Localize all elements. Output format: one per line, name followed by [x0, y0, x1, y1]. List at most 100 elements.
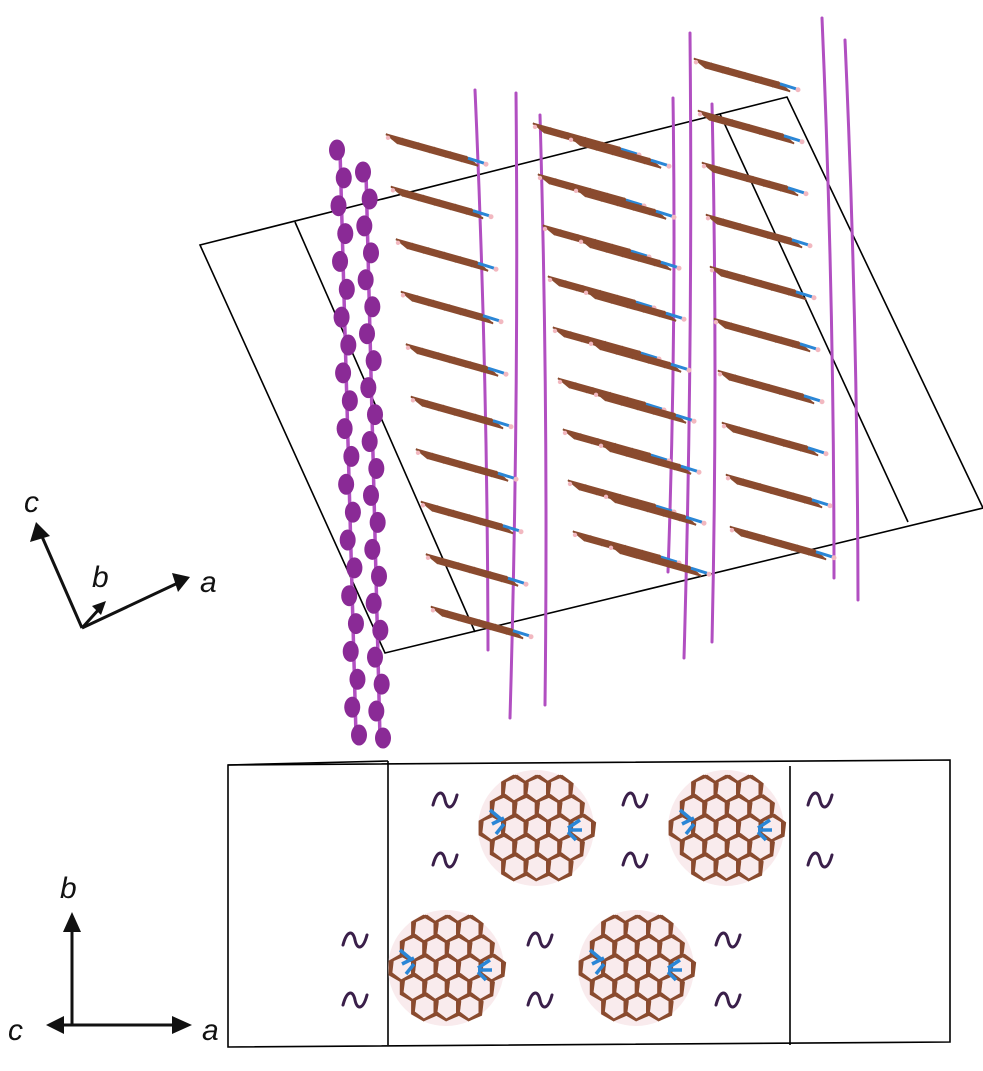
iodine-atom	[368, 700, 385, 722]
iodine-atom	[351, 724, 367, 746]
polyiodide-line	[682, 31, 693, 660]
iodine-atom	[365, 592, 382, 614]
iodine-atom	[356, 215, 373, 237]
aromatic-molecule	[717, 369, 825, 405]
axis-label-b: b	[60, 872, 77, 905]
iodine-atom	[346, 557, 363, 579]
tilde-chain-end	[431, 851, 459, 869]
iodine-atom	[344, 501, 361, 523]
c-arrow-icon	[30, 522, 50, 542]
polyiodide-line	[508, 91, 519, 720]
bottom-axis-triad: b c a	[8, 872, 219, 1047]
aromatic-molecule	[410, 395, 514, 430]
tilde-chain-end	[714, 931, 742, 949]
iodine-atom	[335, 362, 352, 384]
iodine-atom	[368, 457, 385, 479]
iodine-atom	[349, 668, 366, 690]
iodine-atom	[330, 195, 347, 217]
top-unit-cell	[198, 96, 983, 654]
iodine-atom	[341, 585, 358, 607]
iodine-atom	[369, 511, 386, 533]
iodine-atom	[367, 404, 383, 426]
axis-label-b: b	[92, 561, 109, 594]
tilde-chain-end	[621, 791, 649, 809]
aromatic-molecule	[693, 57, 801, 93]
aromatic-molecule	[405, 343, 509, 377]
a-arrow-icon	[172, 573, 190, 592]
polyiodide-line	[666, 96, 676, 574]
iodine-atom	[338, 278, 355, 300]
tilde-chain-end	[526, 991, 554, 1009]
iodide-chain-ends	[341, 791, 834, 1009]
tilde-chain-end	[806, 851, 834, 869]
iodine-atom	[344, 696, 361, 718]
iodine-atom	[338, 473, 355, 495]
iodine-atom	[335, 167, 352, 189]
iodine-atom	[364, 538, 381, 560]
iodine-atom	[359, 323, 375, 345]
axis-label-c: c	[8, 1014, 23, 1047]
tilde-chain-end	[714, 991, 742, 1009]
axis-label-c: c	[24, 486, 39, 519]
iodine-atom	[343, 445, 360, 467]
aromatic-molecule	[593, 390, 697, 424]
aromatic-molecule	[390, 185, 494, 220]
top-panel: c b a	[24, 16, 983, 749]
aromatic-molecule	[425, 553, 529, 587]
aromatic-molecule	[729, 525, 837, 561]
bottom-unit-cell	[227, 759, 951, 1048]
aromatic-molecule	[713, 317, 821, 353]
molecular-column	[388, 910, 507, 1026]
molecule-stacks	[385, 57, 837, 640]
aromatic-molecule	[395, 238, 499, 272]
aromatic-molecule	[588, 339, 692, 373]
iodine-chain-bond	[338, 149, 358, 736]
iodine-atom	[332, 250, 349, 272]
iodine-atom	[364, 296, 381, 318]
iodine-chain-bond	[364, 171, 382, 739]
iodine-atom	[342, 640, 359, 662]
aromatic-molecule	[705, 213, 813, 249]
iodine-atom-chains	[329, 139, 391, 749]
aromatic-molecule	[420, 500, 524, 535]
aromatic-molecule	[385, 133, 489, 167]
polyiodide-line	[538, 113, 548, 707]
a-arrow-icon	[172, 1016, 192, 1034]
iodine-atom	[347, 613, 364, 635]
aromatic-molecule	[400, 290, 504, 325]
aromatic-molecule	[583, 288, 687, 322]
iodine-atom	[365, 350, 382, 372]
tilde-chain-end	[806, 791, 834, 809]
aromatic-molecule	[697, 109, 805, 145]
polyiodide-line	[843, 38, 860, 602]
iodine-atom	[337, 223, 354, 245]
aromatic-molecule	[573, 186, 677, 220]
aromatic-molecule	[578, 237, 682, 271]
aromatic-molecule	[568, 135, 672, 169]
aromatic-molecule	[608, 543, 712, 577]
iodine-atom	[361, 431, 378, 453]
iodine-atom	[329, 139, 345, 161]
c-arrow-icon	[46, 1016, 64, 1034]
iodine-atom	[361, 188, 378, 210]
aromatic-molecule	[709, 265, 817, 301]
tilde-chain-end	[526, 931, 554, 949]
bottom-panel: b c a	[8, 759, 951, 1048]
aromatic-molecule	[701, 161, 809, 197]
aromatic-molecule	[598, 441, 702, 475]
top-axis-triad: c b a	[24, 486, 217, 630]
b-arrow-icon	[63, 912, 81, 932]
iodine-atom	[373, 673, 390, 695]
polyiodide-line	[710, 102, 717, 644]
aromatic-molecule	[430, 605, 534, 640]
iodine-atom	[339, 529, 356, 551]
axis-label-a: a	[202, 1014, 219, 1047]
iodine-atom	[357, 269, 374, 291]
iodine-atom	[355, 161, 371, 183]
aromatic-molecule	[725, 473, 833, 509]
iodine-atom	[363, 242, 379, 264]
iodine-atom	[367, 646, 383, 668]
iodine-atom	[363, 484, 379, 506]
iodine-atom	[340, 334, 357, 356]
